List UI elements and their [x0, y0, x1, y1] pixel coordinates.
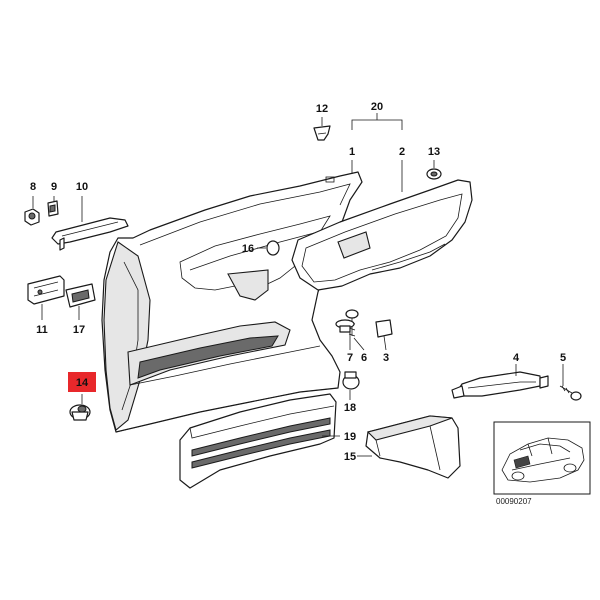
part-11-bracket — [27, 275, 65, 305]
callout-17: 17 — [73, 324, 85, 336]
door-trim-panel — [101, 171, 363, 433]
part-17-cover — [65, 283, 96, 308]
part-8-nut — [24, 208, 40, 226]
part-3-cap — [375, 319, 393, 338]
callout-4: 4 — [513, 352, 520, 364]
diagram-code: 00090207 — [496, 497, 532, 506]
part-12-clip — [313, 125, 331, 141]
callout-9: 9 — [51, 181, 57, 193]
part-19-pocket — [179, 393, 337, 489]
callout-18: 18 — [344, 402, 356, 414]
armrest-part — [291, 179, 473, 291]
callout-labels: 20 12 1 2 13 8 9 10 16 11 17 7 6 3 4 5 1… — [30, 101, 566, 463]
callout-15: 15 — [344, 451, 356, 463]
highlight-box — [68, 372, 96, 392]
part-13-grommet — [426, 168, 442, 180]
callout-11: 11 — [36, 324, 48, 336]
leader-lines — [32, 113, 564, 457]
part-18-clip — [342, 371, 360, 390]
part-4-handle — [451, 371, 549, 399]
callout-19: 19 — [344, 431, 356, 443]
part-5-screw — [559, 385, 582, 401]
part-15-bin — [365, 415, 461, 479]
car-silhouette-icon — [501, 437, 585, 483]
part-14-clip — [69, 404, 91, 421]
callout-14: 14 — [76, 377, 89, 389]
callout-20: 20 — [371, 101, 383, 113]
callout-2: 2 — [399, 146, 405, 158]
callout-6: 6 — [361, 352, 367, 364]
part-9-clip — [47, 200, 59, 217]
callout-13: 13 — [428, 146, 440, 158]
callout-3: 3 — [383, 352, 389, 364]
inset-thumbnail: 00090207 — [493, 421, 591, 506]
callout-7: 7 — [347, 352, 353, 364]
part-10-bracket — [51, 217, 129, 251]
callout-8: 8 — [30, 181, 36, 193]
callout-12: 12 — [316, 103, 328, 115]
part-7-screw — [335, 319, 355, 333]
callout-10: 10 — [76, 181, 88, 193]
callout-5: 5 — [560, 352, 566, 364]
callout-1: 1 — [349, 146, 355, 158]
callout-16: 16 — [242, 243, 254, 255]
